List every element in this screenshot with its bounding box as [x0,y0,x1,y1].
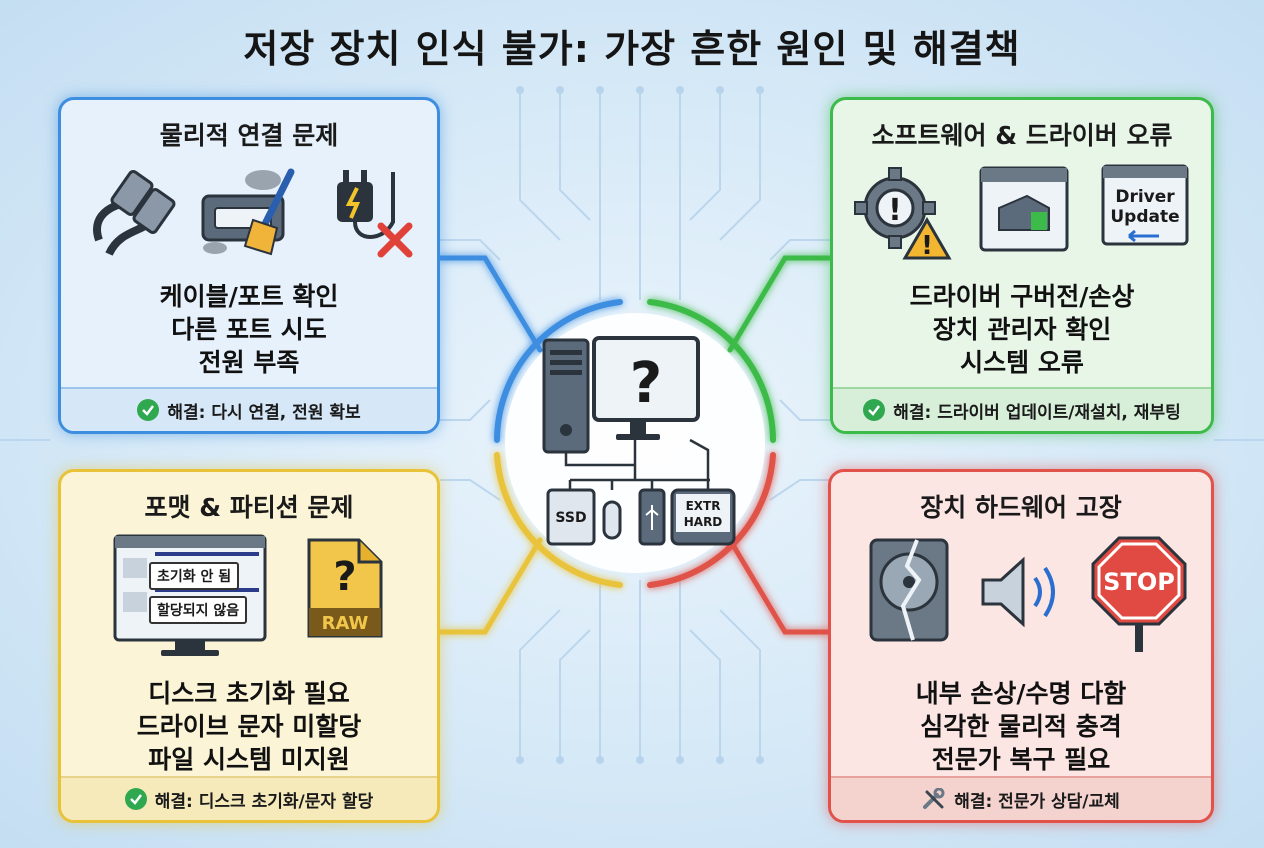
detail-line: 드라이버 구버전/손상 [909,282,1135,311]
usb-stick-icon [638,488,666,546]
tools-icon [923,788,945,809]
solution-bar: 해결: 드라이버 업데이트/재설치, 재부팅 [833,387,1211,431]
solution-text: 해결: 다시 연결, 전원 확보 [167,402,361,423]
page-title: 저장 장치 인식 불가: 가장 흔한 원인 및 해결책 [243,27,1021,71]
external-hdd-icon: EXTR HARD [670,488,736,546]
ssd-icon: SSD [546,488,596,546]
tag-unallocated: 할당되지 않음 [149,596,248,624]
svg-text:!: ! [888,193,902,228]
card-format-partition: 포맷 & 파티션 문제 초기화 안 됨 할당되지 않음 ? RAW 디스크 초기… [58,469,440,823]
svg-text:?: ? [333,554,356,600]
driver-update-icon: Driver Update [1101,164,1189,246]
detail-line: 시스템 오류 [960,348,1084,377]
svg-text:Driver: Driver [1115,187,1175,207]
check-icon [137,399,160,421]
detail-line: 드라이브 문자 미할당 [136,712,362,741]
svg-text:RAW: RAW [322,613,369,634]
usb-cable-icon [93,170,176,256]
detail-line: 케이블/포트 확인 [159,282,339,311]
card-title: 장치 하드웨어 고장 [920,493,1122,522]
card-title: 소프트웨어 & 드라이버 오류 [871,121,1173,150]
svg-text:!: ! [921,231,933,261]
svg-text:SSD: SSD [555,510,586,526]
raw-file-icon: ? RAW [307,538,383,638]
detail-line: 장치 관리자 확인 [932,315,1112,344]
center-devices-icon: ? SSD EXTR HARD [542,336,736,546]
solution-text: 해결: 디스크 초기화/문자 할당 [154,791,374,812]
check-icon [124,788,147,810]
detail-line: 다른 포트 시도 [171,315,327,344]
detail-line: 전원 부족 [198,348,300,377]
card-details: 드라이버 구버전/손상 장치 관리자 확인 시스템 오류 [833,280,1211,379]
question-mark: ? [630,351,662,416]
check-icon [863,399,886,421]
card-software-driver: 소프트웨어 & 드라이버 오류 ! ! Driver Update 드라이버 구… [830,97,1214,434]
detail-line: 디스크 초기화 필요 [148,679,350,708]
broken-disk-icon [869,538,949,642]
card-details: 디스크 초기화 필요 드라이브 문자 미할당 파일 시스템 미지원 [61,677,437,776]
monitor-icon: ? [592,336,700,440]
mouse-icon [602,500,622,540]
solution-text: 해결: 드라이버 업데이트/재설치, 재부팅 [893,402,1181,423]
card-details: 내부 손상/수명 다함 심각한 물리적 충격 전문가 복구 필요 [831,677,1211,776]
card-hardware-failure: 장치 하드웨어 고장 STOP 내부 손상/수명 다함 심각한 물리적 충격 전… [828,469,1214,823]
solution-bar: 해결: 디스크 초기화/문자 할당 [61,776,437,820]
port-cleaning-icon [201,168,295,256]
card-details: 케이블/포트 확인 다른 포트 시도 전원 부족 [61,280,437,379]
card-physical-connection: 물리적 연결 문제 케이블/포트 확인 다른 포트 시도 전원 부족 해결: 다… [58,97,440,434]
speaker-sound-icon [981,556,1055,628]
detail-line: 심각한 물리적 충격 [920,712,1122,741]
card-title: 포맷 & 파티션 문제 [144,493,354,522]
solution-bar: 해결: 다시 연결, 전원 확보 [61,387,437,431]
power-adapter-icon [337,170,413,258]
detail-line: 파일 시스템 미지원 [148,745,350,774]
stop-sign-icon: STOP [1091,536,1187,652]
device-manager-icon [979,166,1069,252]
svg-text:EXTR: EXTR [686,499,721,513]
solution-bar: 해결: 전문가 상담/교체 [831,776,1211,820]
svg-text:HARD: HARD [684,515,723,529]
detail-line: 내부 손상/수명 다함 [915,679,1127,708]
svg-text:Update: Update [1110,207,1179,227]
pc-tower-icon [542,338,590,454]
detail-line: 전문가 복구 필요 [931,745,1111,774]
gear-warning-icon: ! ! [854,167,952,261]
solution-text: 해결: 전문가 상담/교체 [954,791,1120,812]
tag-uninitialized: 초기화 안 됨 [149,562,240,590]
svg-text:STOP: STOP [1103,568,1175,596]
card-title: 물리적 연결 문제 [159,121,339,150]
